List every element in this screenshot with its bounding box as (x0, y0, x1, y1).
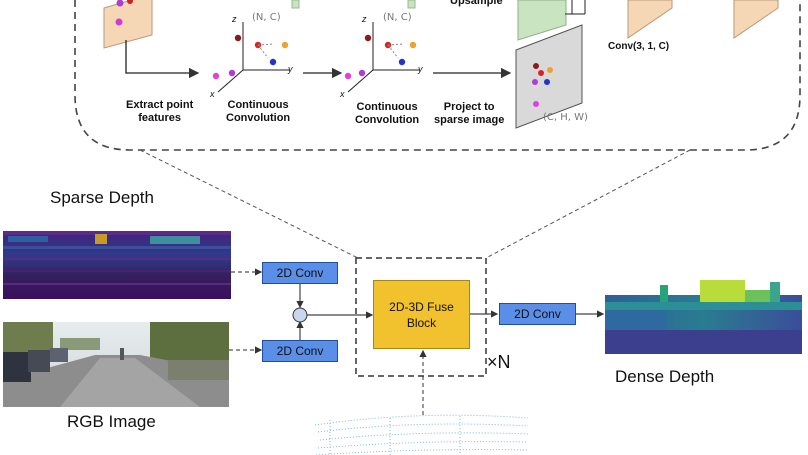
chw-label: (C, H, W) (543, 112, 588, 123)
dense-depth-title: Dense Depth (615, 367, 715, 386)
fuse-block: 2D-3D Fuse Block (373, 280, 470, 349)
point-cloud-2 (344, 22, 420, 93)
upsample-slab (517, 0, 567, 41)
conv-2d-top: 2D Conv (262, 262, 338, 284)
upsample-label: Upsample (450, 0, 503, 7)
conv-2d-output: 2D Conv (499, 303, 576, 325)
feature-slab-right-2 (733, 0, 779, 39)
sparse-image-slab (515, 24, 583, 129)
detail-callout-outline (74, 0, 801, 151)
sum-node (292, 307, 308, 323)
extract-arrow (125, 40, 200, 79)
conv-kernel-label: Conv(3, 1, C) (608, 41, 670, 52)
axis-z-1: z (232, 14, 237, 24)
lidar-point-cloud (314, 414, 529, 455)
feature-slab-right-1 (627, 0, 673, 39)
callout-connector-right (485, 149, 691, 259)
nc-label-1: (N, C) (252, 12, 281, 23)
dense-depth-image (605, 273, 802, 354)
repeat-block-outline (355, 257, 487, 377)
step-continuous-conv-1-label: Continuous Convolution (226, 99, 291, 124)
sparse-depth-image (3, 221, 231, 299)
nc-label-2: (N, C) (383, 12, 412, 23)
point-cloud-1 (212, 22, 290, 93)
axis-y-1: y (288, 64, 293, 74)
axis-z-2: z (362, 14, 367, 24)
sparse-depth-title: Sparse Depth (50, 188, 154, 207)
rgb-image (3, 322, 229, 407)
callout-connector-left (139, 149, 359, 259)
step-continuous-conv-2-label: Continuous Convolution (355, 101, 420, 126)
repeat-label: ×N (487, 352, 511, 372)
step-extract-label: Extract point features (126, 99, 194, 124)
conv-2d-bottom: 2D Conv (262, 340, 338, 362)
step-project-label: Project to sparse image (434, 101, 505, 126)
feature-map-left (103, 0, 153, 49)
axis-x-2: x (340, 89, 345, 99)
axis-x-1: x (210, 89, 215, 99)
axis-y-2: y (418, 64, 423, 74)
rgb-image-title: RGB Image (67, 412, 156, 431)
